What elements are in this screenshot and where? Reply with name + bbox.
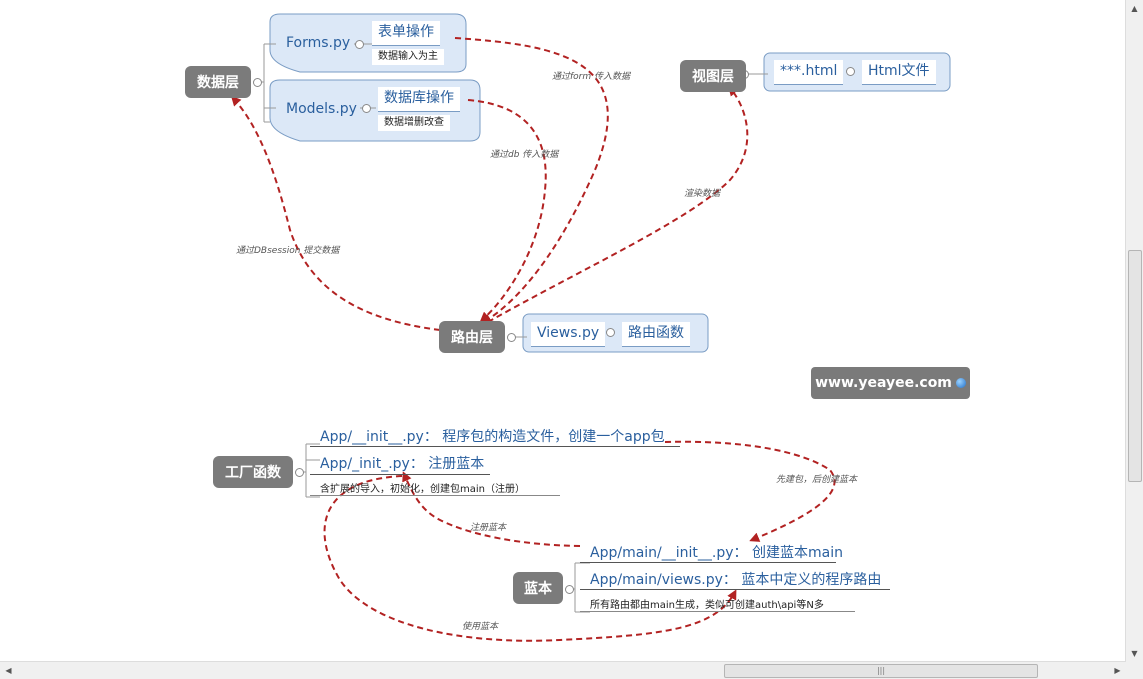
edge-label-create-first: 先建包，后创建蓝本 [776, 475, 858, 485]
globe-icon [955, 378, 966, 388]
edge-label-register: 注册蓝本 [470, 523, 507, 533]
collapse-toggle-blueprint[interactable] [565, 585, 574, 594]
node-init-reg[interactable]: App/_init_.py： 注册蓝本 [320, 456, 485, 472]
scroll-left-arrow-icon[interactable]: ◀ [5, 666, 12, 675]
edge-label-db: 通过db 传入数据 [490, 150, 559, 160]
collapse-toggle-views[interactable] [606, 328, 615, 337]
arrow-session [230, 95, 441, 331]
watermark-text: www.yeayee.com [815, 375, 952, 391]
topic-view-layer[interactable]: 视图层 [680, 60, 746, 92]
node-models[interactable]: Models.py [286, 101, 357, 117]
tree-line-factory [304, 443, 320, 498]
collapse-toggle-forms[interactable] [355, 40, 364, 49]
tree-line-data [262, 43, 276, 123]
node-main-note[interactable]: 所有路由都由main生成，类似可创建auth\api等N多 [590, 600, 824, 611]
arrow-render [487, 85, 749, 323]
scroll-right-arrow-icon[interactable]: ▶ [1114, 666, 1121, 675]
tree-line-blueprint [572, 562, 590, 613]
horizontal-scroll-thumb[interactable]: ||| [724, 664, 1038, 678]
edge-label-use: 使用蓝本 [462, 622, 499, 632]
node-init-note[interactable]: 含扩展的导入，初始化，创建包main（注册） [320, 484, 525, 495]
node-forms-op[interactable]: 表单操作 [372, 21, 440, 46]
arrow-form-to-route [454, 37, 609, 324]
watermark-badge: www.yeayee.com [811, 367, 970, 399]
node-route-func[interactable]: 路由函数 [622, 322, 690, 347]
scrollbar-corner [1126, 662, 1143, 679]
arrow-use [323, 475, 737, 642]
horizontal-scrollbar[interactable]: ◀ ||| ▶ [0, 661, 1126, 679]
node-init-pkg[interactable]: App/__init__.py： 程序包的构造文件，创建一个app包 [320, 429, 665, 445]
edge-label-render: 渲染数据 [684, 189, 721, 199]
node-models-note[interactable]: 数据增删改查 [378, 115, 450, 131]
collapse-toggle-models[interactable] [362, 104, 371, 113]
node-html[interactable]: ***.html [774, 60, 844, 85]
mindmap-canvas: 数据层 视图层 路由层 工厂函数 蓝本 Forms.py 表单操作 数据输入为主… [185, 13, 970, 642]
topic-blueprint[interactable]: 蓝本 [513, 572, 563, 604]
node-main-init[interactable]: App/main/__init__.py： 创建蓝本main [590, 545, 843, 561]
collapse-toggle-html[interactable] [846, 67, 855, 76]
edge-label-session: 通过DBsession 提交数据 [236, 246, 340, 256]
node-forms-note[interactable]: 数据输入为主 [372, 49, 444, 65]
vertical-scroll-thumb[interactable] [1128, 250, 1142, 482]
node-models-op[interactable]: 数据库操作 [378, 87, 460, 112]
arrow-create-first [664, 440, 836, 542]
node-forms[interactable]: Forms.py [286, 35, 351, 51]
node-main-views[interactable]: App/main/views.py： 蓝本中定义的程序路由 [590, 572, 882, 588]
topic-route-layer[interactable]: 路由层 [439, 321, 505, 353]
vertical-scrollbar[interactable]: ▲ ▼ [1125, 0, 1143, 662]
node-views[interactable]: Views.py [531, 322, 606, 347]
topic-factory[interactable]: 工厂函数 [213, 456, 293, 488]
scroll-down-arrow-icon[interactable]: ▼ [1131, 649, 1138, 658]
collapse-toggle-data[interactable] [253, 78, 262, 87]
node-html-file[interactable]: Html文件 [862, 60, 936, 85]
topic-data-layer[interactable]: 数据层 [185, 66, 251, 98]
edge-label-form: 通过form 传入数据 [552, 72, 631, 82]
collapse-toggle-factory[interactable] [295, 468, 304, 477]
scroll-up-arrow-icon[interactable]: ▲ [1131, 4, 1138, 13]
arrow-register [402, 471, 581, 547]
collapse-toggle-route[interactable] [507, 333, 516, 342]
